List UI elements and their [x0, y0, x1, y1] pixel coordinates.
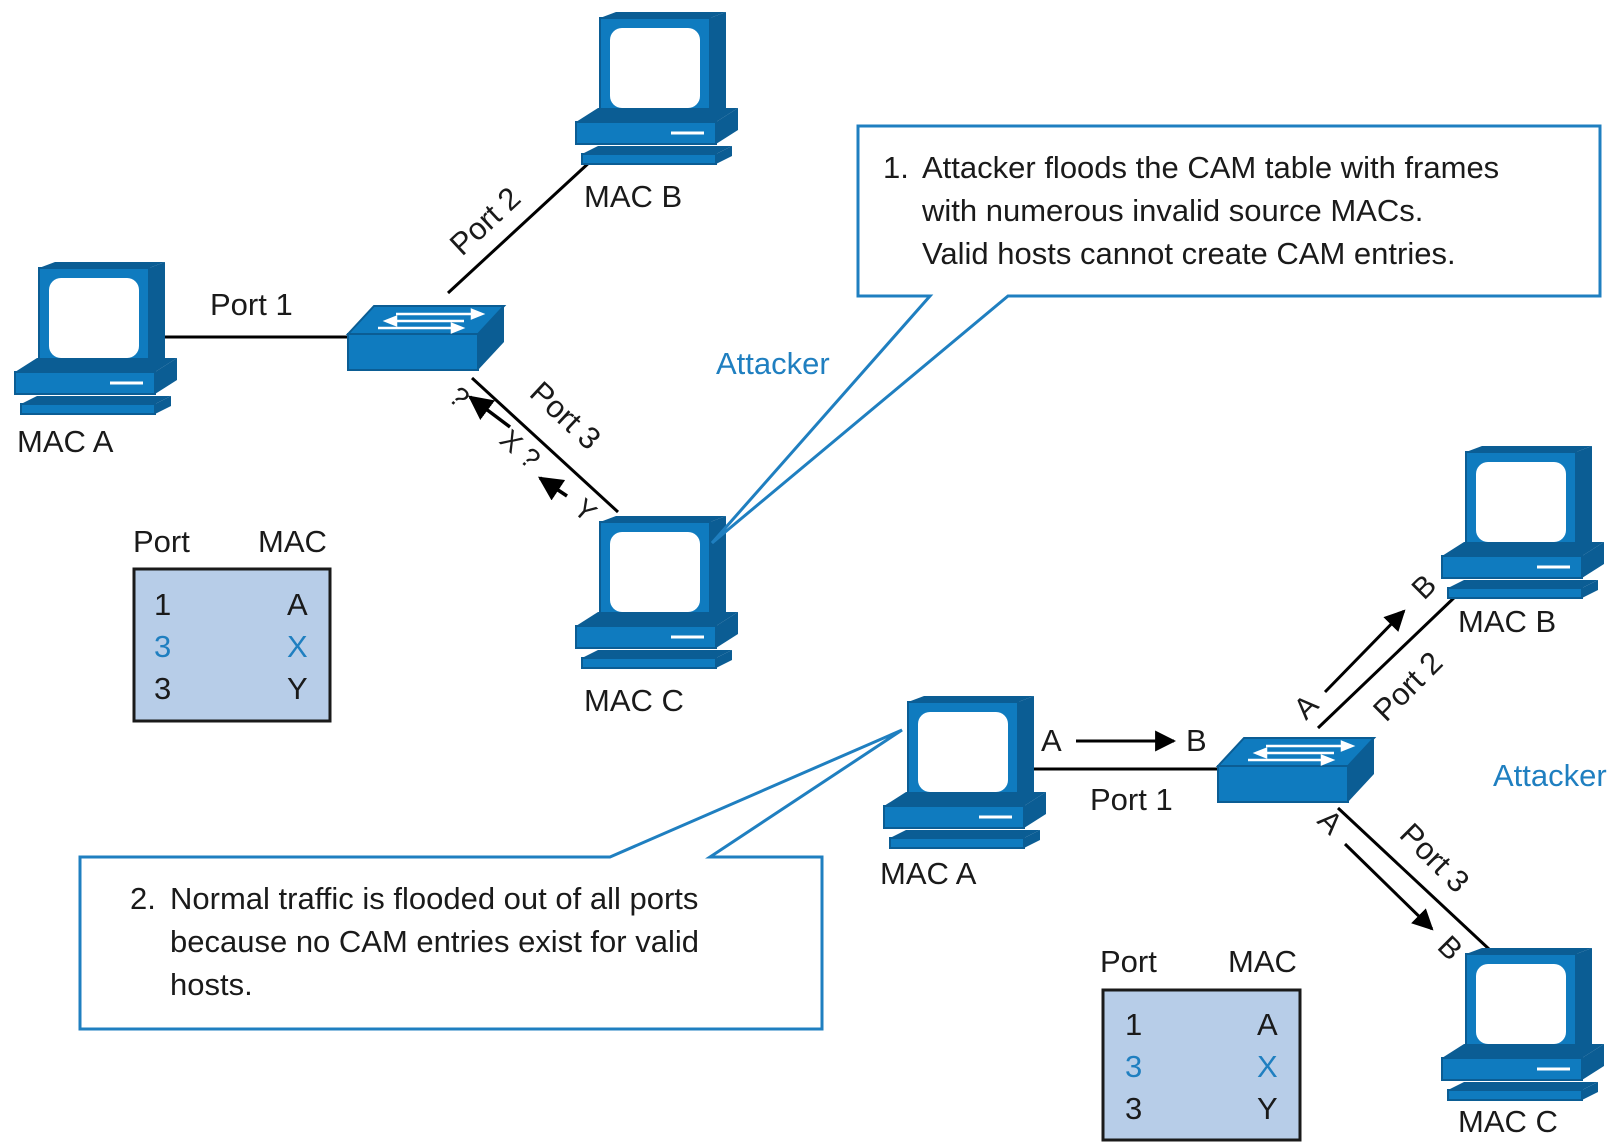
bottom-table-row1-mac: A — [1257, 1007, 1278, 1042]
bottom-attacker-label: Attacker — [1493, 758, 1607, 793]
top-callout-number: 1. — [883, 150, 909, 185]
top-flood-mark-y: Y — [568, 492, 603, 528]
bottom-switch — [1216, 736, 1376, 804]
bottom-table-row2-mac: X — [1257, 1049, 1278, 1084]
computer-icon — [13, 260, 179, 416]
top-link-port2 — [446, 158, 594, 295]
bottom-frame-dst-port2: B — [1406, 568, 1443, 605]
bottom-table-row2-port: 3 — [1125, 1049, 1142, 1084]
bottom-callout-box — [78, 728, 903, 1031]
switch-icon — [346, 304, 506, 372]
top-table-row3-mac: Y — [287, 671, 308, 706]
top-table-row2-mac: X — [287, 629, 308, 664]
top-table-row3-port: 3 — [154, 671, 171, 706]
bottom-host-c-label: MAC C — [1458, 1104, 1558, 1139]
bottom-frame-dst-port1: B — [1186, 723, 1207, 758]
bottom-host-b — [1440, 444, 1606, 600]
bottom-host-a-label: MAC A — [880, 856, 977, 891]
top-cam-table: Port MAC 1 A 3 X 3 Y — [132, 524, 332, 723]
bottom-table-header-port: Port — [1100, 944, 1157, 979]
top-callout-line-2: with numerous invalid source MACs. — [921, 193, 1423, 228]
bottom-port1-label: Port 1 — [1090, 782, 1173, 817]
bottom-host-b-label: MAC B — [1458, 604, 1556, 639]
top-table-header-port: Port — [133, 524, 190, 559]
top-flood-arrow-2 — [537, 476, 568, 501]
bottom-frame-src-port3: A — [1311, 804, 1348, 841]
bottom-callout-line-1: Normal traffic is flooded out of all por… — [170, 881, 698, 916]
bottom-link-port3 — [1336, 806, 1492, 952]
computer-icon — [1440, 946, 1606, 1102]
bottom-frame-src-port1: A — [1041, 723, 1062, 758]
bottom-port2-label: Port 2 — [1366, 645, 1449, 728]
computer-icon — [574, 514, 740, 670]
computer-icon — [574, 10, 740, 166]
top-host-c-label: MAC C — [584, 683, 684, 718]
top-host-b-label: MAC B — [584, 179, 682, 214]
top-port1-label: Port 1 — [210, 287, 293, 322]
bottom-frame-src-port2: A — [1288, 688, 1325, 725]
bottom-host-a — [882, 694, 1048, 850]
bottom-scenario: A B A B A B Port 1 Port 2 Port 3 MAC A M… — [78, 444, 1607, 1142]
top-table-header-mac: MAC — [258, 524, 327, 559]
bottom-cam-table: Port MAC 1 A 3 X 3 Y — [1100, 944, 1302, 1142]
top-callout-line-1: Attacker floods the CAM table with frame… — [922, 150, 1499, 185]
bottom-table-row1-port: 1 — [1125, 1007, 1142, 1042]
top-link-port3 — [470, 376, 620, 514]
bottom-callout-line-3: hosts. — [170, 967, 253, 1002]
computer-icon — [882, 694, 1048, 850]
top-host-c — [574, 514, 740, 670]
top-port2-label: Port 2 — [443, 180, 527, 262]
top-host-a — [13, 260, 179, 416]
top-host-a-label: MAC A — [17, 424, 114, 459]
computer-icon — [1440, 444, 1606, 600]
top-flood-arrow-1 — [468, 395, 512, 429]
top-attacker-label: Attacker — [716, 346, 830, 381]
bottom-table-row3-port: 3 — [1125, 1091, 1142, 1126]
bottom-host-c — [1440, 946, 1606, 1102]
switch-icon — [1216, 736, 1376, 804]
top-switch — [346, 304, 506, 372]
top-table-row1-mac: A — [287, 587, 308, 622]
bottom-frame-arrow-port3 — [1343, 842, 1434, 931]
bottom-table-header-mac: MAC — [1228, 944, 1297, 979]
top-callout-box — [710, 124, 1602, 545]
bottom-frame-arrow-port2 — [1323, 609, 1406, 694]
top-callout-line-3: Valid hosts cannot create CAM entries. — [922, 236, 1456, 271]
top-table-row2-port: 3 — [154, 629, 171, 664]
bottom-callout-number: 2. — [130, 881, 156, 916]
bottom-frame-dst-port3: B — [1431, 930, 1468, 967]
top-host-b — [574, 10, 740, 166]
bottom-link-port2 — [1316, 592, 1460, 730]
bottom-callout-line-2: because no CAM entries exist for valid — [170, 924, 699, 959]
bottom-table-row3-mac: Y — [1257, 1091, 1278, 1126]
top-table-row1-port: 1 — [154, 587, 171, 622]
top-scenario: ? X ? Y Port 1 Port 2 Port 3 MAC A MAC B… — [13, 10, 1602, 723]
bottom-port3-label: Port 3 — [1393, 816, 1476, 899]
